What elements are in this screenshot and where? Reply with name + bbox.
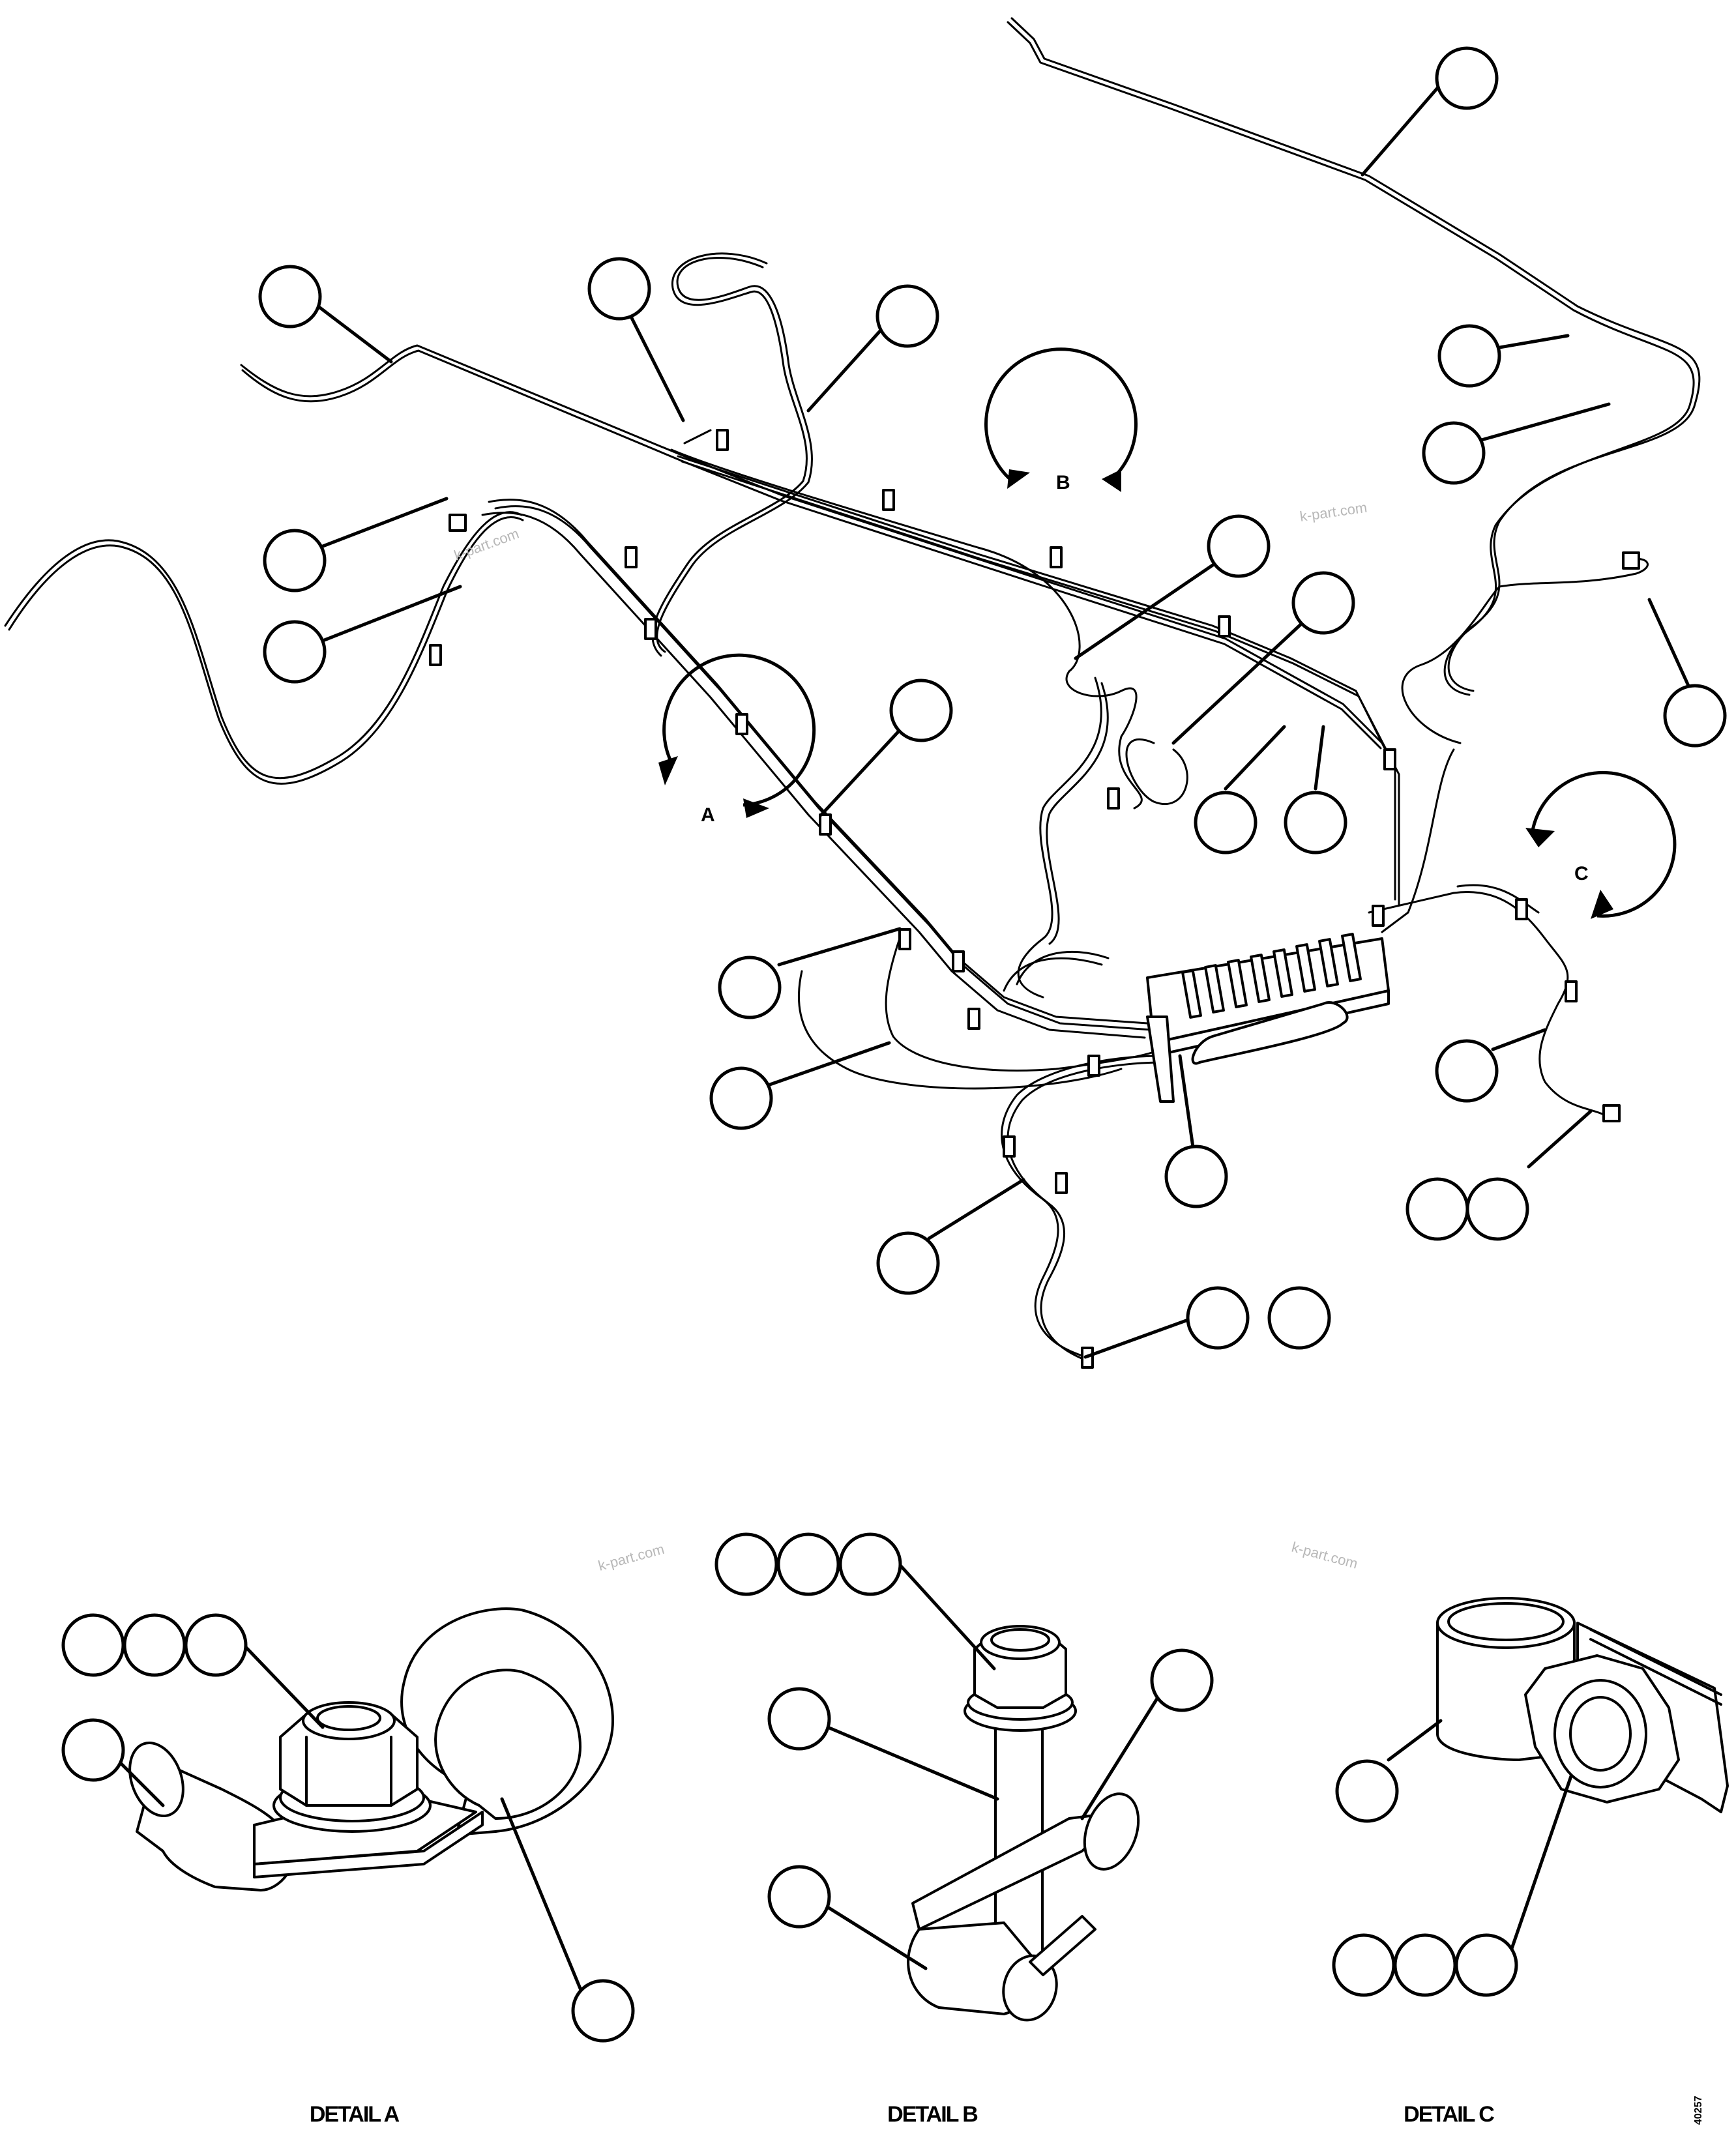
- callout-balloon: [1207, 514, 1271, 578]
- callout-balloon: [123, 1613, 186, 1677]
- detail-b-illustration: DETAIL B: [714, 1532, 1214, 2127]
- detail-c-caption: DETAIL C: [1404, 2102, 1494, 2127]
- callout-balloon: [776, 1532, 840, 1596]
- callout-balloon: [1291, 571, 1355, 635]
- detail-b-caption: DETAIL B: [887, 2102, 978, 2127]
- callout-balloon: [838, 1532, 902, 1596]
- detail-a-marker-label: A: [701, 804, 715, 826]
- callout-balloon: [1435, 46, 1499, 110]
- detail-c-illustration: DETAIL C: [1332, 1597, 1729, 2127]
- callout-balloon: [1164, 1145, 1228, 1208]
- callout-balloon: [1194, 791, 1258, 854]
- valve-block: [1146, 933, 1390, 1103]
- callout-balloon: [61, 1613, 125, 1677]
- detail-b-marker-label: B: [1056, 472, 1070, 493]
- callout-balloon: [571, 1979, 635, 2043]
- detail-a-arrow-icon: [658, 756, 678, 785]
- callout-balloon: [1663, 684, 1727, 748]
- callout-balloon: [1284, 791, 1347, 854]
- callout-balloon: [1267, 1286, 1331, 1350]
- callout-balloon: [1150, 1648, 1214, 1712]
- detail-c-marker-label: C: [1574, 863, 1589, 884]
- hose-clamps: [429, 429, 1640, 1369]
- callout-balloon: [1186, 1286, 1250, 1350]
- callout-balloon: [709, 1066, 773, 1130]
- callout-balloon: [1465, 1177, 1529, 1241]
- hose-assembly: [4, 17, 1701, 1361]
- detail-b-arrow-icon: [1007, 469, 1030, 489]
- callout-balloon: [1335, 1759, 1399, 1823]
- detail-a-arrow-2-icon: [743, 798, 769, 818]
- callout-balloon: [718, 956, 782, 1019]
- callout-balloon: [1422, 421, 1486, 485]
- detail-marker-c: C: [1525, 770, 1677, 919]
- callout-balloons: [258, 46, 1727, 1350]
- callout-balloon: [889, 679, 953, 742]
- callout-balloon: [258, 265, 322, 329]
- callout-balloon: [1393, 1933, 1457, 1997]
- callout-balloon: [1435, 1039, 1499, 1103]
- callout-balloon: [263, 529, 327, 592]
- callout-balloon: [1454, 1933, 1518, 1997]
- document-number: 40257: [1693, 2095, 1704, 2125]
- callout-balloon: [714, 1532, 778, 1596]
- detail-marker-b: B: [984, 347, 1138, 493]
- detail-c-arrow-icon: [1525, 828, 1555, 847]
- callout-balloon: [184, 1613, 248, 1677]
- watermark-text: k-part.com: [596, 1541, 666, 1574]
- callout-balloon: [875, 284, 939, 348]
- callout-balloon: [876, 1231, 940, 1295]
- callout-balloon: [1332, 1933, 1396, 1997]
- callout-balloon: [767, 1687, 831, 1751]
- callout-balloon: [61, 1718, 125, 1782]
- callout-balloon: [263, 620, 327, 684]
- callout-balloon: [587, 257, 651, 321]
- leader-lines: [308, 76, 1690, 1359]
- watermark-text: k-part.com: [1290, 1539, 1360, 1572]
- watermark-text: k-part.com: [1299, 499, 1368, 525]
- callout-balloon: [767, 1865, 831, 1929]
- callout-balloon: [1437, 324, 1501, 388]
- callout-balloon: [1405, 1177, 1469, 1241]
- detail-c-arrow-2-icon: [1591, 890, 1613, 919]
- detail-a-caption: DETAIL A: [310, 2102, 400, 2127]
- detail-a-illustration: DETAIL A: [61, 1607, 635, 2127]
- detail-marker-a: A: [658, 653, 816, 826]
- detail-b-arrow-2-icon: [1102, 469, 1121, 492]
